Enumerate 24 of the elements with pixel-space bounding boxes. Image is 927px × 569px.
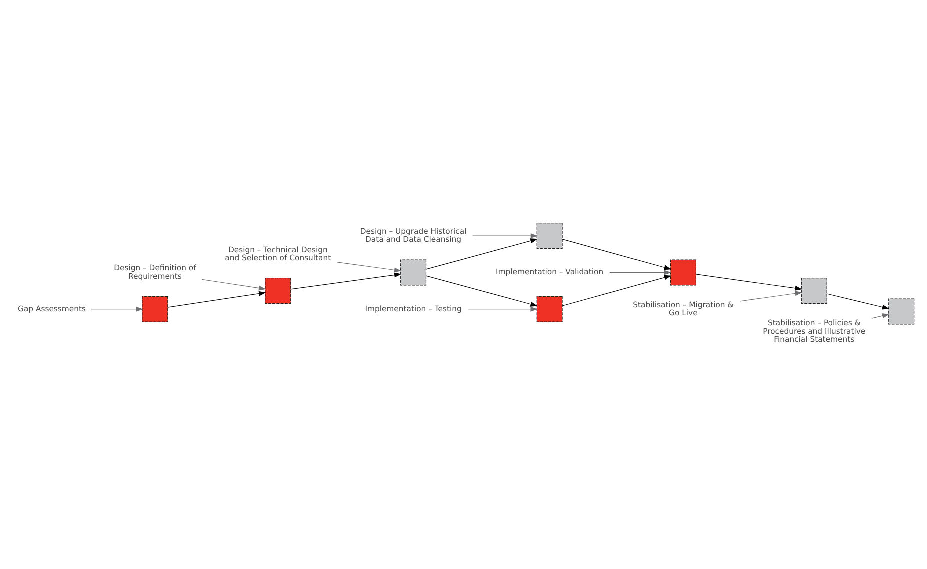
node-box (801, 278, 828, 304)
arrow (468, 306, 538, 312)
arrow (472, 233, 538, 238)
node-box (536, 222, 563, 249)
node-box (888, 298, 915, 324)
arrow (696, 274, 802, 290)
arrow (872, 313, 890, 318)
arrow (290, 272, 402, 290)
arrow (426, 238, 538, 270)
arrow (91, 306, 144, 312)
node-box (265, 278, 292, 304)
arrow (202, 278, 266, 290)
node-box (670, 259, 696, 286)
arrow (426, 275, 538, 306)
arrow (337, 262, 402, 272)
arrow (562, 238, 672, 270)
arrow (562, 274, 672, 306)
node-box (536, 296, 563, 322)
arrow (610, 270, 672, 275)
arrow (168, 290, 266, 308)
arrow (826, 293, 890, 310)
node-box (400, 259, 427, 286)
arrow (740, 290, 802, 302)
node-box (142, 296, 168, 322)
